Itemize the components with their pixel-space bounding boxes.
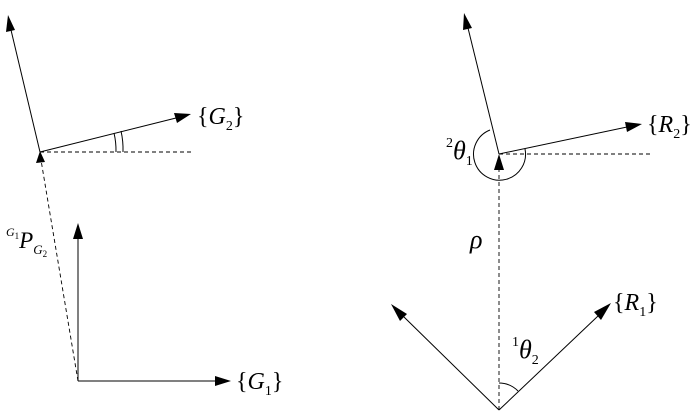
r2-up-arrowhead (463, 13, 472, 30)
label-position-vector: G1PG2 (6, 225, 47, 259)
g2-up-axis (10, 29, 41, 153)
g2-angle-arc-inner (113, 132, 117, 153)
r2-up-axis (467, 27, 500, 155)
label-theta1: 2θ1 (446, 136, 473, 169)
r1-right-axis (498, 315, 599, 411)
theta1-arc (473, 129, 527, 181)
r1-left-arrowhead (391, 304, 407, 321)
left-diagram: {G2} {G1} G1PG2 (6, 15, 283, 399)
label-frame-G1: {G1} (236, 369, 283, 399)
rho-arrowhead (494, 154, 504, 170)
g2-x-arrowhead (174, 113, 191, 123)
r1-right-arrowhead (594, 303, 611, 320)
g2-up-arrowhead (6, 15, 15, 32)
r1-left-axis (403, 316, 500, 411)
r2-x-axis (498, 126, 628, 155)
r2-x-arrowhead (625, 122, 642, 132)
position-vector-line (40, 159, 79, 382)
g2-x-axis (39, 117, 177, 153)
g1-x-arrowhead (215, 376, 231, 386)
label-theta2: 1θ2 (512, 335, 539, 368)
g1-y-arrowhead (73, 223, 83, 239)
label-frame-R2: {R2} (647, 112, 692, 142)
position-vector-arrowhead (36, 151, 45, 163)
label-frame-G2: {G2} (197, 104, 244, 134)
right-diagram: {R2} {R1} ρ 2θ1 1θ2 (391, 13, 692, 411)
label-rho: ρ (469, 225, 482, 254)
label-frame-R1: {R1} (613, 290, 658, 320)
theta2-arc (498, 382, 519, 392)
g2-angle-arc-outer (120, 130, 124, 153)
